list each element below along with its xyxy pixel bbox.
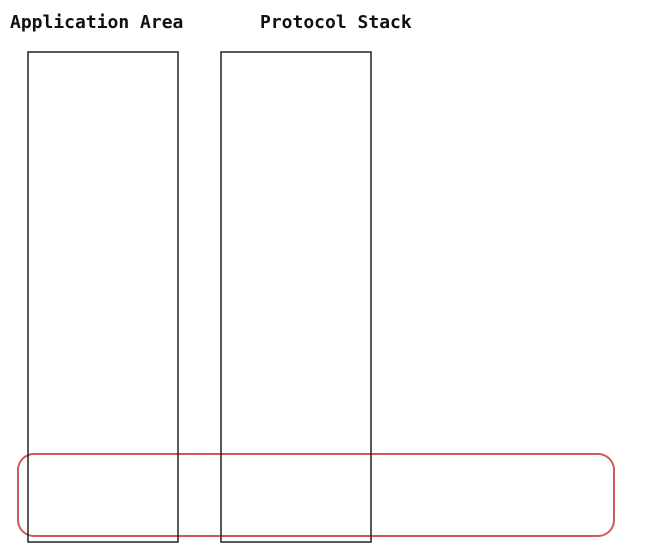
- close-highlight-box: [17, 453, 615, 537]
- application-area-title: Application Area: [10, 12, 183, 33]
- application-area-box: [27, 51, 179, 543]
- protocol-stack-title: Protocol Stack: [260, 12, 412, 33]
- protocol-stack-box: [220, 51, 372, 543]
